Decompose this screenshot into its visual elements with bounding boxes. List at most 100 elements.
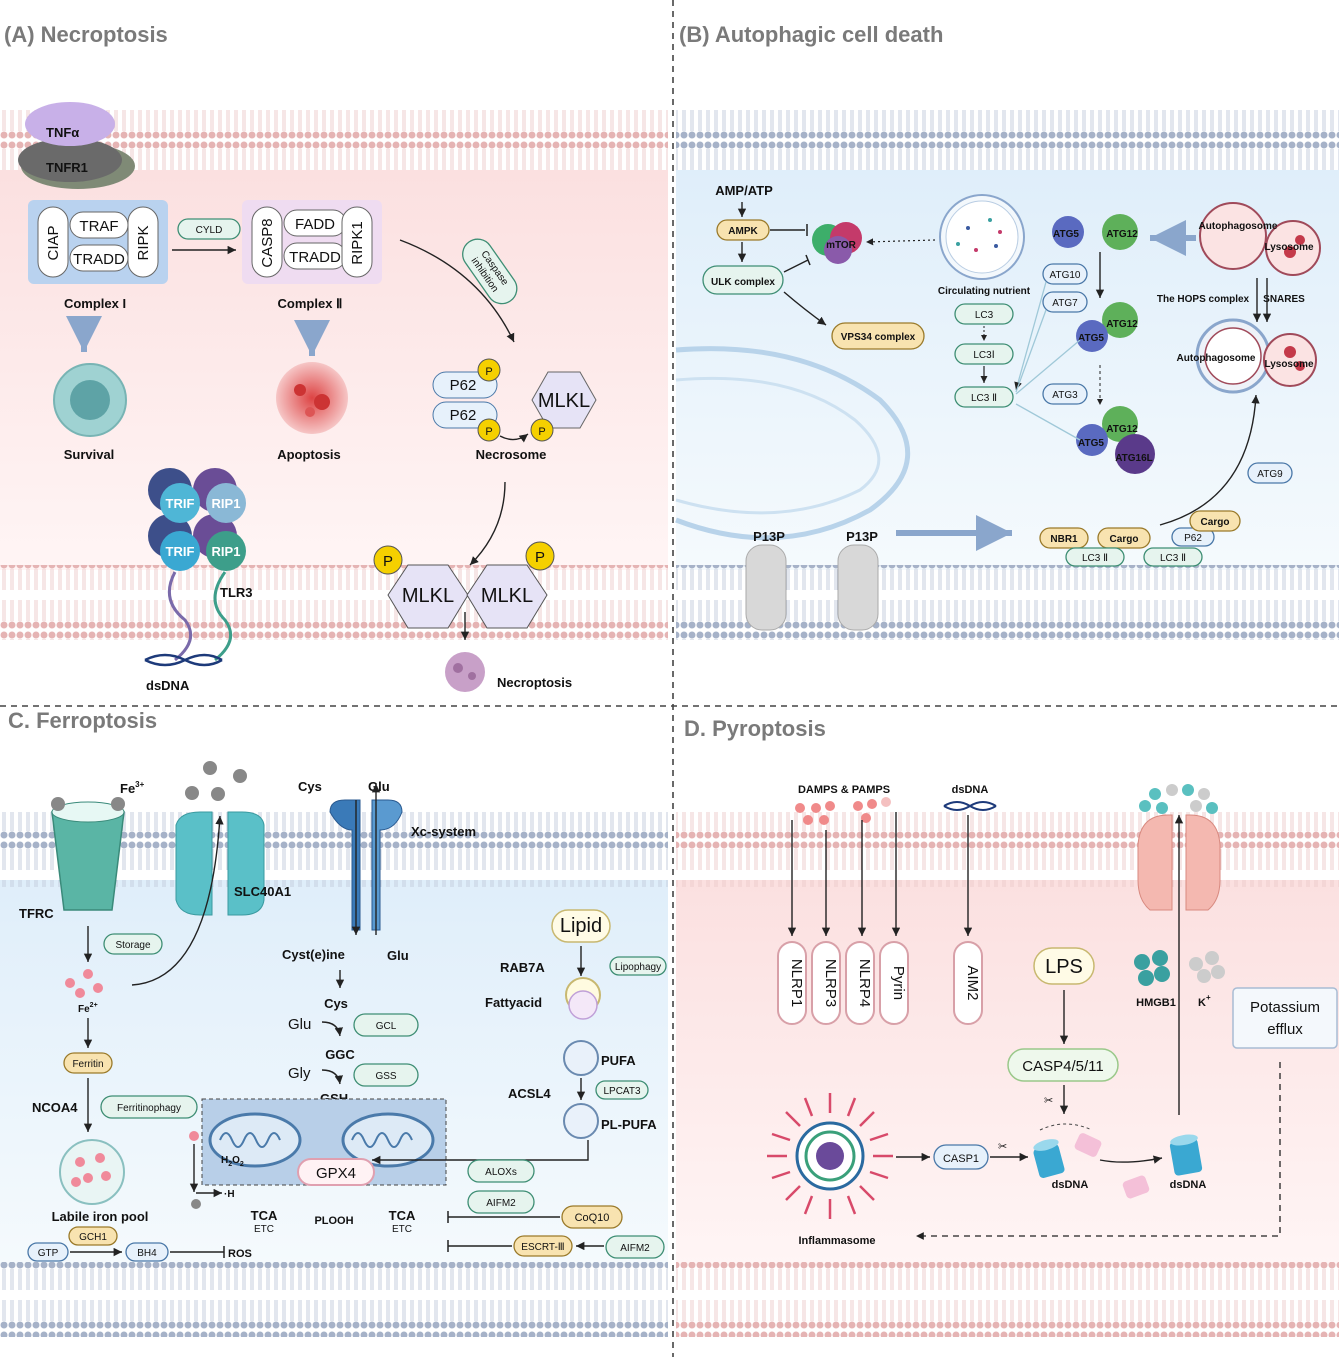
lc3-label: LC3 bbox=[975, 310, 994, 321]
atg10-label: ATG10 bbox=[1050, 270, 1081, 281]
cargo-pill-1 bbox=[1097, 527, 1151, 549]
lc32-pill bbox=[954, 386, 1014, 408]
lc3-label-b1: LC3 Ⅱ bbox=[1082, 553, 1108, 564]
atg3-pill bbox=[1042, 383, 1088, 405]
gss-label: GSS bbox=[375, 1071, 396, 1082]
coq10-label: CoQ10 bbox=[575, 1212, 610, 1224]
panel-a-title: (A) Necroptosis bbox=[4, 22, 168, 47]
nbr1-pill bbox=[1039, 527, 1089, 549]
gtp-label: GTP bbox=[38, 1248, 59, 1259]
ferritin-label: Ferritin bbox=[72, 1059, 103, 1070]
fe2-ions: Fe2+ bbox=[65, 969, 103, 1015]
ros-label: ROS bbox=[228, 1248, 252, 1260]
tradd2-label: TRADD bbox=[289, 249, 341, 266]
aifm2-label-1: AIFM2 bbox=[486, 1198, 516, 1209]
mtor-complex: mTOR bbox=[812, 222, 862, 264]
ncoa4-label: NCOA4 bbox=[32, 1100, 78, 1115]
complex2-to-necrosome-arrow bbox=[399, 239, 515, 343]
lysosome-label-1: Lysosome bbox=[1264, 242, 1314, 253]
fattyacid-label: Fattyacid bbox=[485, 995, 542, 1010]
cargo-pill-2 bbox=[1189, 510, 1241, 532]
lc31-pill bbox=[954, 343, 1014, 365]
labile-iron-pool: Labile iron pool bbox=[52, 1139, 149, 1224]
necrosome-to-mlkl-arrow bbox=[469, 481, 506, 566]
phospho-1: P bbox=[485, 366, 492, 378]
autophagosome-lysosome-bottom: Autophagosome Lysosome bbox=[1177, 318, 1317, 394]
mtor-label: mTOR bbox=[826, 240, 857, 251]
tca-label-1: TCA bbox=[251, 1208, 278, 1223]
atg5-atg12-top: ATG5 ATG12 bbox=[1052, 214, 1138, 250]
p13p-label-2: P13P bbox=[846, 529, 878, 544]
gsdmd-cleaved: dsDNA dsDNA bbox=[1033, 1123, 1207, 1199]
phospho-5: P bbox=[535, 549, 545, 566]
dsdna-label-a: dsDNA bbox=[146, 678, 190, 693]
lps-label: LPS bbox=[1045, 956, 1083, 978]
lps-pill bbox=[1033, 947, 1095, 985]
necrosome-label: Necrosome bbox=[476, 447, 547, 462]
complex-2-label: Complex Ⅱ bbox=[278, 296, 343, 311]
p62-label-2: P62 bbox=[450, 407, 477, 424]
rip1-label-2: RIP1 bbox=[212, 544, 241, 559]
gpx4-label: GPX4 bbox=[316, 1165, 356, 1182]
lpcat3-pill bbox=[595, 1080, 649, 1100]
phospho-4: P bbox=[383, 553, 393, 570]
k-label: K+ bbox=[1198, 993, 1211, 1009]
dsdna-helix-d bbox=[943, 801, 997, 811]
tnfr1-label: TNFR1 bbox=[46, 160, 88, 175]
labile-label: Labile iron pool bbox=[52, 1209, 149, 1224]
casp8-label: CASP8 bbox=[259, 218, 276, 267]
phospho-3: P bbox=[538, 426, 545, 438]
fe3-label: Fe3+ bbox=[120, 780, 145, 796]
aifm2-label-2: AIFM2 bbox=[620, 1243, 650, 1254]
rab7a-label: RAB7A bbox=[500, 960, 545, 975]
gch1-pill bbox=[68, 1226, 118, 1246]
necroptosis-label: Necroptosis bbox=[497, 675, 572, 690]
p62-label-b: P62 bbox=[1184, 533, 1202, 544]
autophagosome-label-2: Autophagosome bbox=[1177, 353, 1256, 364]
mlkl-pore-label-1: MLKL bbox=[402, 585, 454, 607]
inflammasome-label: Inflammasome bbox=[798, 1235, 875, 1247]
gch1-label: GCH1 bbox=[79, 1232, 107, 1243]
nbr1-label: NBR1 bbox=[1050, 534, 1078, 545]
panel-d-title: D. Pyroptosis bbox=[684, 716, 826, 741]
hops-label: The HOPS complex bbox=[1157, 294, 1250, 305]
dsdna3-label: dsDNA bbox=[1170, 1179, 1207, 1191]
damps-particles bbox=[795, 797, 891, 825]
cyld-pill bbox=[177, 218, 241, 240]
mitochondria-box: H2O2 GPX4 bbox=[201, 1098, 447, 1186]
ferritin-pill bbox=[63, 1052, 113, 1074]
potassium-box bbox=[1232, 987, 1338, 1049]
sensor-aim2: AIM2 bbox=[964, 965, 981, 1000]
bh4-label: BH4 bbox=[137, 1248, 157, 1259]
panel-b-title: (B) Autophagic cell death bbox=[679, 22, 943, 47]
scissors-icon-2: ✂ bbox=[998, 1141, 1007, 1153]
ulk-label: ULK complex bbox=[711, 277, 775, 288]
traf-label: TRAF bbox=[79, 218, 118, 235]
potassium-efflux-arrow bbox=[916, 1062, 1281, 1240]
membrane-bottom-d bbox=[676, 1262, 1339, 1337]
necroptosis-cell: Necroptosis bbox=[445, 652, 572, 692]
panel-ferroptosis: C. Ferroptosis Fe3+ TFRC SLC40A1 Cys Glu bbox=[0, 708, 668, 1337]
gsdmd-pore bbox=[1137, 784, 1221, 1115]
cysteine-label: Cyst(e)ine bbox=[282, 947, 345, 962]
mlkl-pore: MLKL MLKL P P bbox=[373, 541, 555, 640]
glu3-label: Glu bbox=[288, 1016, 311, 1033]
potassium-line1: Potassium bbox=[1250, 999, 1320, 1016]
snares-label: SNARES bbox=[1263, 294, 1305, 305]
sensor-nlrp3: NLRP3 bbox=[822, 959, 839, 1007]
etc-label-2: ETC bbox=[392, 1224, 412, 1235]
atg12-label-2: ATG12 bbox=[1106, 319, 1138, 330]
glu2-label: Glu bbox=[387, 948, 409, 963]
coq10-pill bbox=[561, 1205, 623, 1229]
tradd-label: TRADD bbox=[73, 251, 125, 268]
fadd-label: FADD bbox=[295, 216, 335, 233]
atg12-label-3: ATG12 bbox=[1106, 424, 1138, 435]
pufa-label: PUFA bbox=[601, 1053, 636, 1068]
membrane-top-d bbox=[676, 812, 1339, 887]
lipid-pill bbox=[551, 909, 611, 943]
membrane-bottom bbox=[0, 565, 668, 640]
tnfa-label: TNFα bbox=[46, 125, 79, 140]
panel-autophagic: (B) Autophagic cell death AMP/ATP AMPK m… bbox=[675, 22, 1339, 640]
escrt-label: ESCRT-Ⅲ bbox=[521, 1242, 564, 1253]
storage-pill bbox=[103, 933, 163, 955]
